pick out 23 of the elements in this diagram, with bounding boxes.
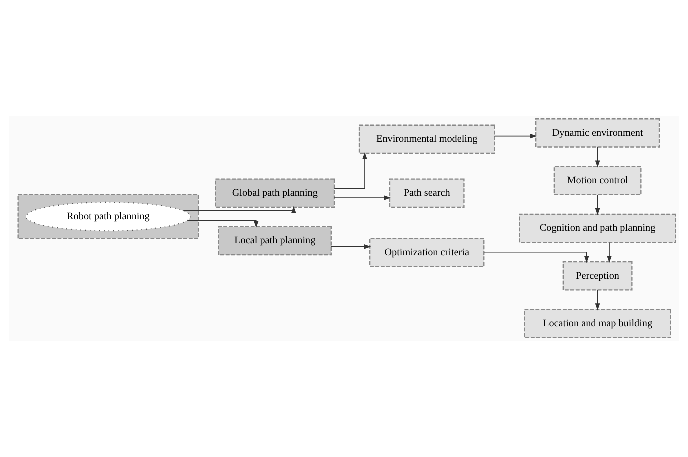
- arrow: [484, 252, 590, 264]
- arrow: [595, 147, 600, 168]
- arrow: [331, 244, 372, 250]
- arrow: [595, 290, 600, 311]
- node-ellipse: Robot path planning: [26, 202, 192, 232]
- node-box: Location and map building: [524, 309, 672, 338]
- node-box: Optimization criteria: [369, 238, 485, 268]
- node-box: Global path planning: [215, 178, 336, 208]
- arrow: [595, 194, 600, 216]
- arrow: [183, 206, 296, 214]
- node-box: Environmental modeling: [358, 124, 496, 154]
- cluster: [18, 194, 200, 240]
- node-box: Local path planning: [218, 226, 332, 256]
- node-box: Dynamic environment: [536, 118, 660, 148]
- node-box: Motion control: [554, 166, 642, 196]
- arrow: [334, 196, 392, 200]
- node-box: Cognition and path planning: [519, 214, 676, 244]
- arrow: [494, 134, 538, 139]
- arrow: [607, 242, 612, 264]
- node-box: Perception: [562, 262, 633, 291]
- node-box: Path search: [389, 178, 465, 208]
- arrow: [334, 152, 368, 190]
- arrow: [187, 220, 259, 228]
